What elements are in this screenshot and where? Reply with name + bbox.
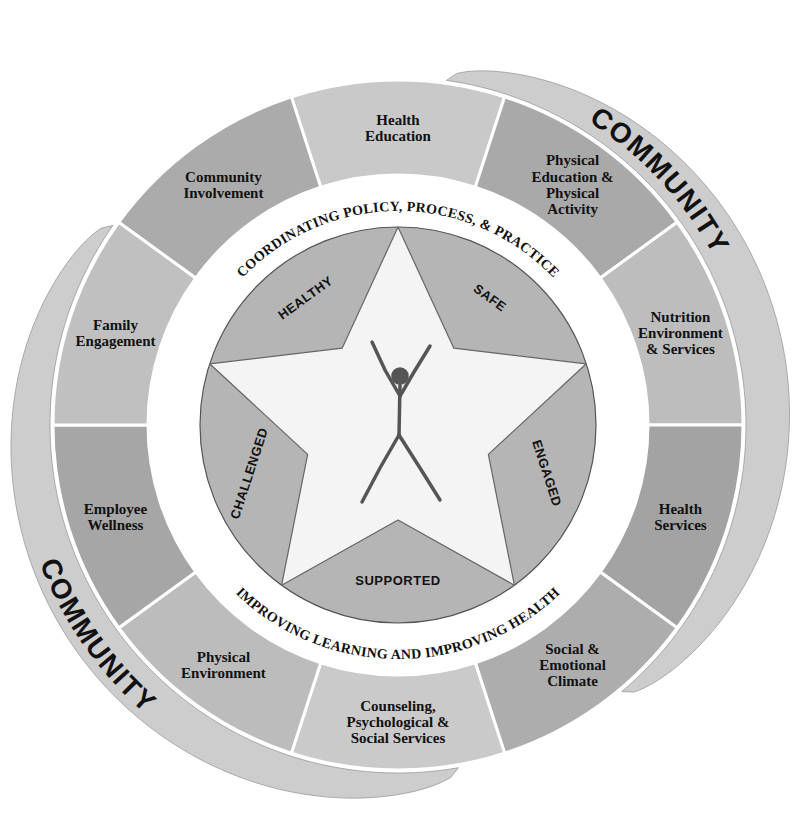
- segment-label: Health Services: [633, 501, 728, 533]
- star-point: CHALLENGED: [225, 422, 275, 525]
- segment-fill: [600, 222, 743, 425]
- segment-label: Employee Wellness: [68, 501, 163, 533]
- ring-segment: Social & Emotional Climate: [472, 568, 681, 757]
- ring-segment: Nutrition Environment & Services: [597, 219, 746, 428]
- ring-segment: Health Education: [288, 77, 508, 191]
- segment-label: Health Education: [348, 112, 448, 144]
- label-path-text: COMMUNITY: [34, 554, 162, 719]
- segment-fill: [119, 97, 321, 278]
- label-path-text: IMPROVING LEARNING AND IMPROVING HEALTH: [233, 585, 562, 662]
- segment-label: Community Involvement: [173, 169, 273, 201]
- figure-limb: [400, 346, 430, 396]
- segment-label: Physical Environment: [173, 649, 273, 681]
- ring-segment: Community Involvement: [115, 93, 324, 282]
- jumping-figure: [362, 342, 440, 502]
- star-point: SUPPORTED: [352, 572, 444, 591]
- community-label: COMMUNITY: [34, 554, 162, 719]
- star-point: ENGAGED: [526, 434, 568, 512]
- segment-label: Family Engagement: [68, 317, 163, 349]
- segment-label: Physical Education & Physical Activity: [523, 152, 623, 217]
- segment-label: Counseling, Psychological & Social Servi…: [328, 698, 468, 747]
- figure-limb: [399, 435, 440, 500]
- segment-fill: [475, 572, 677, 753]
- figure-limb: [372, 342, 400, 396]
- ring-segment: Counseling, Psychological & Social Servi…: [288, 659, 508, 773]
- star-word: SAFE: [468, 280, 511, 317]
- band-label: IMPROVING LEARNING AND IMPROVING HEALTH: [233, 585, 562, 662]
- star-word: SUPPORTED: [352, 574, 444, 588]
- center-disk: [200, 227, 596, 623]
- figure-head: [393, 369, 407, 383]
- white-band: [148, 175, 648, 675]
- segment-fill: [291, 80, 504, 187]
- label-path-text: COORDINATING POLICY, PROCESS, & PRACTICE: [234, 199, 562, 280]
- outer-ring: [53, 80, 743, 770]
- star: [210, 227, 587, 585]
- segment-fill: [53, 425, 196, 628]
- ring-segment: Employee Wellness: [50, 422, 199, 631]
- star-word: HEALTHY: [274, 272, 339, 325]
- star-word: CHALLENGED: [227, 422, 272, 523]
- band-label: COORDINATING POLICY, PROCESS, & PRACTICE: [234, 199, 562, 280]
- star-point: HEALTHY: [272, 271, 340, 328]
- segment-label: Nutrition Environment & Services: [633, 309, 728, 358]
- star-word: ENGAGED: [528, 435, 565, 512]
- figure-limb: [362, 435, 399, 502]
- star-point: SAFE: [467, 278, 513, 319]
- label-path-text: COMMUNITY: [585, 101, 736, 260]
- segment-fill: [291, 663, 504, 770]
- segment-label: Social & Emotional Climate: [523, 641, 623, 690]
- community-label: COMMUNITY: [585, 101, 736, 260]
